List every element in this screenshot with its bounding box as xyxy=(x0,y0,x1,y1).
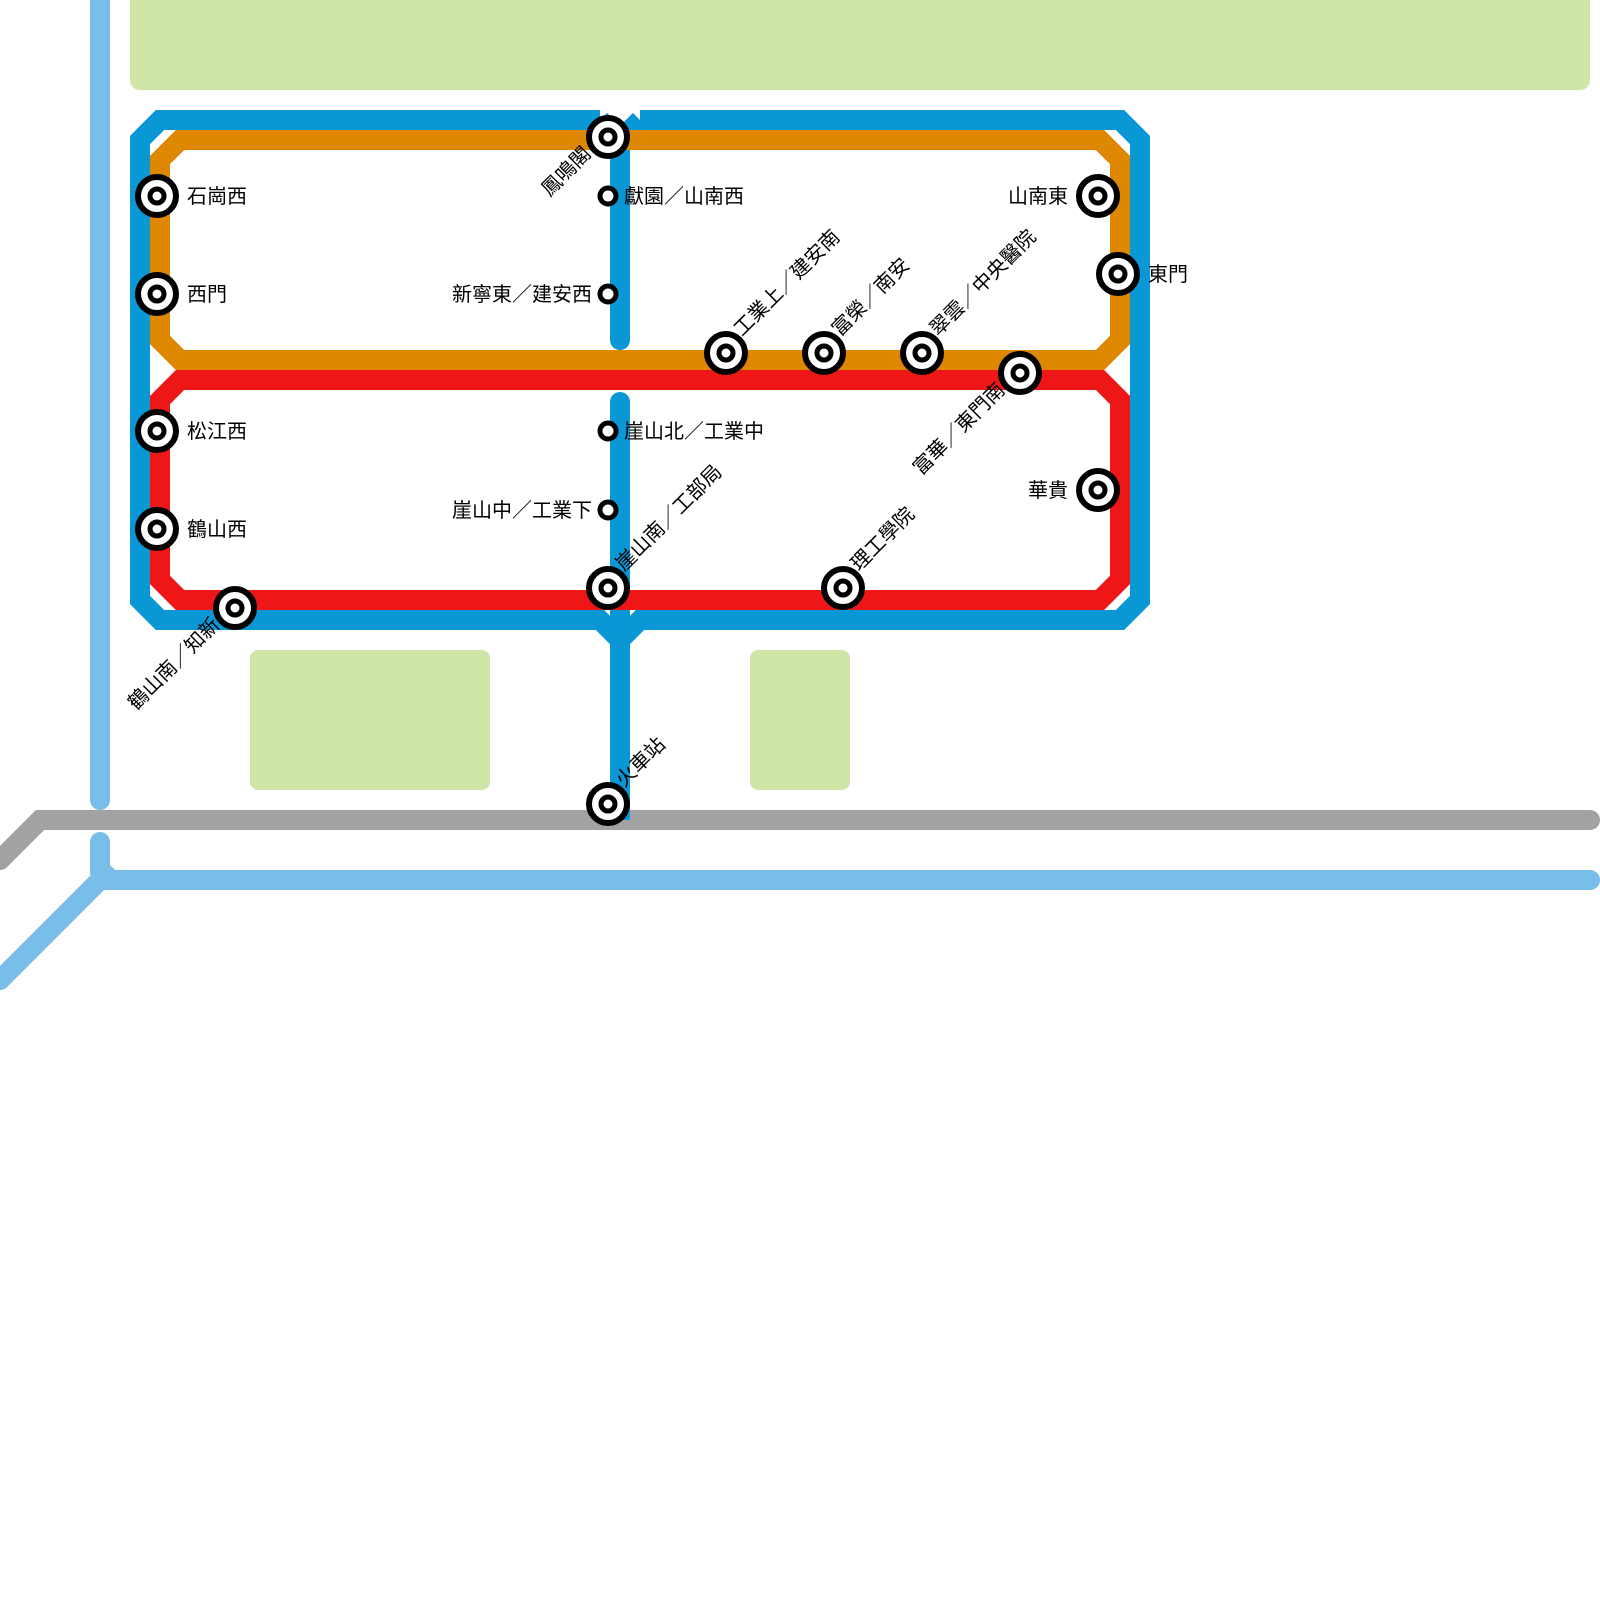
station-shannan-east[interactable]: 山南東 xyxy=(1008,174,1120,218)
station-label: 新寧東／建安西 xyxy=(452,282,592,306)
station-inner-ring-icon xyxy=(598,578,618,598)
station-icon[interactable] xyxy=(597,185,619,207)
station-label: 崖山北／工業中 xyxy=(624,419,764,443)
station-label: 獻園／山南西 xyxy=(624,184,744,208)
station-yashan-south[interactable]: 崖山南／工部局 xyxy=(586,460,727,610)
station-inner-ring-icon xyxy=(147,421,167,441)
gray-railway xyxy=(0,810,1600,870)
station-label: 東門 xyxy=(1148,262,1188,286)
station-inner-ring-icon xyxy=(814,343,834,363)
station-label: 富榮／南安 xyxy=(827,253,915,341)
station-xinning-east[interactable]: 新寧東／建安西 xyxy=(452,282,619,306)
station-heshan-west[interactable]: 鶴山西 xyxy=(135,507,247,551)
orange-line xyxy=(150,130,1130,370)
station-ximen[interactable]: 西門 xyxy=(135,272,227,316)
station-inner-ring-icon xyxy=(833,578,853,598)
station-inner-ring-icon xyxy=(598,794,618,814)
station-inner-ring-icon xyxy=(147,519,167,539)
station-label: 鶴山西 xyxy=(187,517,247,541)
station-huagui[interactable]: 華貴 xyxy=(1028,468,1120,512)
station-label: 富華／東門南 xyxy=(908,378,1010,480)
station-label: 松江西 xyxy=(187,419,247,443)
station-cuiyun[interactable]: 翠雲／中央醫院 xyxy=(900,225,1041,375)
station-yashan-middle[interactable]: 崖山中／工業下 xyxy=(452,498,619,522)
park-area xyxy=(750,650,850,790)
station-label: 翠雲／中央醫院 xyxy=(925,225,1041,341)
station-inner-ring-icon xyxy=(147,284,167,304)
station-inner-ring-icon xyxy=(147,186,167,206)
station-inner-ring-icon xyxy=(912,343,932,363)
station-label: 鳳鳴閣 xyxy=(536,142,595,201)
station-inner-ring-icon xyxy=(1088,480,1108,500)
station-songjiang-west[interactable]: 松江西 xyxy=(135,409,247,453)
station-inner-ring-icon xyxy=(598,127,618,147)
station-dongmen[interactable]: 東門 xyxy=(1096,252,1188,296)
station-inner-ring-icon xyxy=(1010,363,1030,383)
station-inner-ring-icon xyxy=(1088,186,1108,206)
station-icon[interactable] xyxy=(597,283,619,305)
station-label: 石崗西 xyxy=(187,184,247,208)
station-inner-ring-icon xyxy=(1108,264,1128,284)
station-label: 崖山中／工業下 xyxy=(452,498,592,522)
station-icon[interactable] xyxy=(597,499,619,521)
station-label: 華貴 xyxy=(1028,478,1068,502)
station-shigang-west[interactable]: 石崗西 xyxy=(135,174,247,218)
station-yashan-north[interactable]: 崖山北／工業中 xyxy=(597,419,764,443)
park-area xyxy=(250,650,490,790)
park-area xyxy=(130,0,1590,90)
station-inner-ring-icon xyxy=(716,343,736,363)
light-blue-railway xyxy=(0,0,1600,990)
station-icon[interactable] xyxy=(597,420,619,442)
station-label: 西門 xyxy=(187,282,227,306)
station-inner-ring-icon xyxy=(225,598,245,618)
station-label: 理工學院 xyxy=(846,502,920,576)
red-line xyxy=(150,370,1130,610)
station-xianyuan[interactable]: 獻園／山南西 xyxy=(597,184,744,208)
station-label: 山南東 xyxy=(1008,184,1068,208)
